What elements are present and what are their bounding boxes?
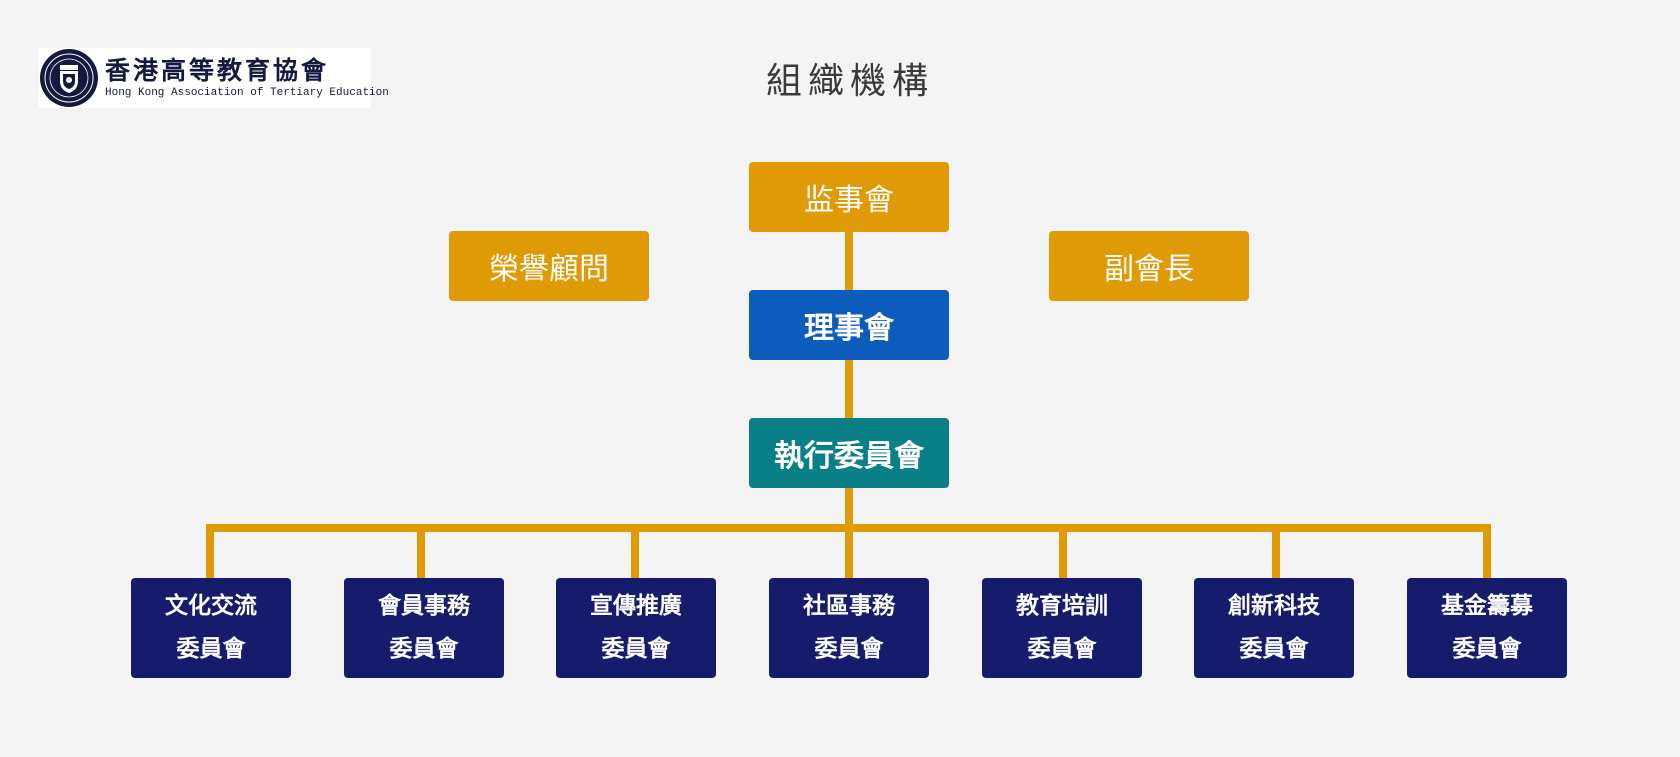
committee-suffix: 委員會 (389, 636, 459, 662)
node-executive-committee: 執行委員會 (749, 418, 949, 488)
association-logo[interactable]: 香港高等教育協會 Hong Kong Association of Tertia… (39, 48, 389, 108)
committee-suffix: 委員會 (1027, 636, 1097, 662)
node-committee-cultural-exchange: 文化交流 委員會 (131, 578, 291, 678)
logo-chinese-name: 香港高等教育協會 (105, 56, 330, 85)
node-honorary-advisors: 榮譽顧問 (449, 231, 649, 301)
committee-name: 社區事務 (803, 593, 895, 619)
node-committee-fundraising: 基金籌募 委員會 (1407, 578, 1567, 678)
node-board-of-directors: 理事會 (749, 290, 949, 360)
node-committee-publicity: 宣傳推廣 委員會 (556, 578, 716, 678)
committee-suffix: 委員會 (814, 636, 884, 662)
committee-name: 基金籌募 (1441, 593, 1533, 619)
committee-name: 會員事務 (378, 593, 470, 619)
node-vice-president: 副會長 (1049, 231, 1249, 301)
committee-suffix: 委員會 (176, 636, 246, 662)
committee-suffix: 委員會 (1239, 636, 1309, 662)
committee-name: 教育培訓 (1016, 593, 1108, 619)
association-seal-icon (40, 49, 98, 107)
node-committee-education-training: 教育培訓 委員會 (982, 578, 1142, 678)
node-supervisory-board: 监事會 (749, 162, 949, 232)
committee-name: 文化交流 (165, 593, 257, 619)
committee-suffix: 委員會 (1452, 636, 1522, 662)
committee-name: 宣傳推廣 (590, 593, 682, 619)
logo-english-name: Hong Kong Association of Tertiary Educat… (105, 87, 389, 99)
committee-suffix: 委員會 (601, 636, 671, 662)
node-committee-innovation-technology: 創新科技 委員會 (1194, 578, 1354, 678)
committee-name: 創新科技 (1228, 593, 1320, 619)
page-title: 組織機構 (765, 61, 934, 102)
node-committee-member-affairs: 會員事務 委員會 (344, 578, 504, 678)
node-committee-community-affairs: 社區事務 委員會 (769, 578, 929, 678)
